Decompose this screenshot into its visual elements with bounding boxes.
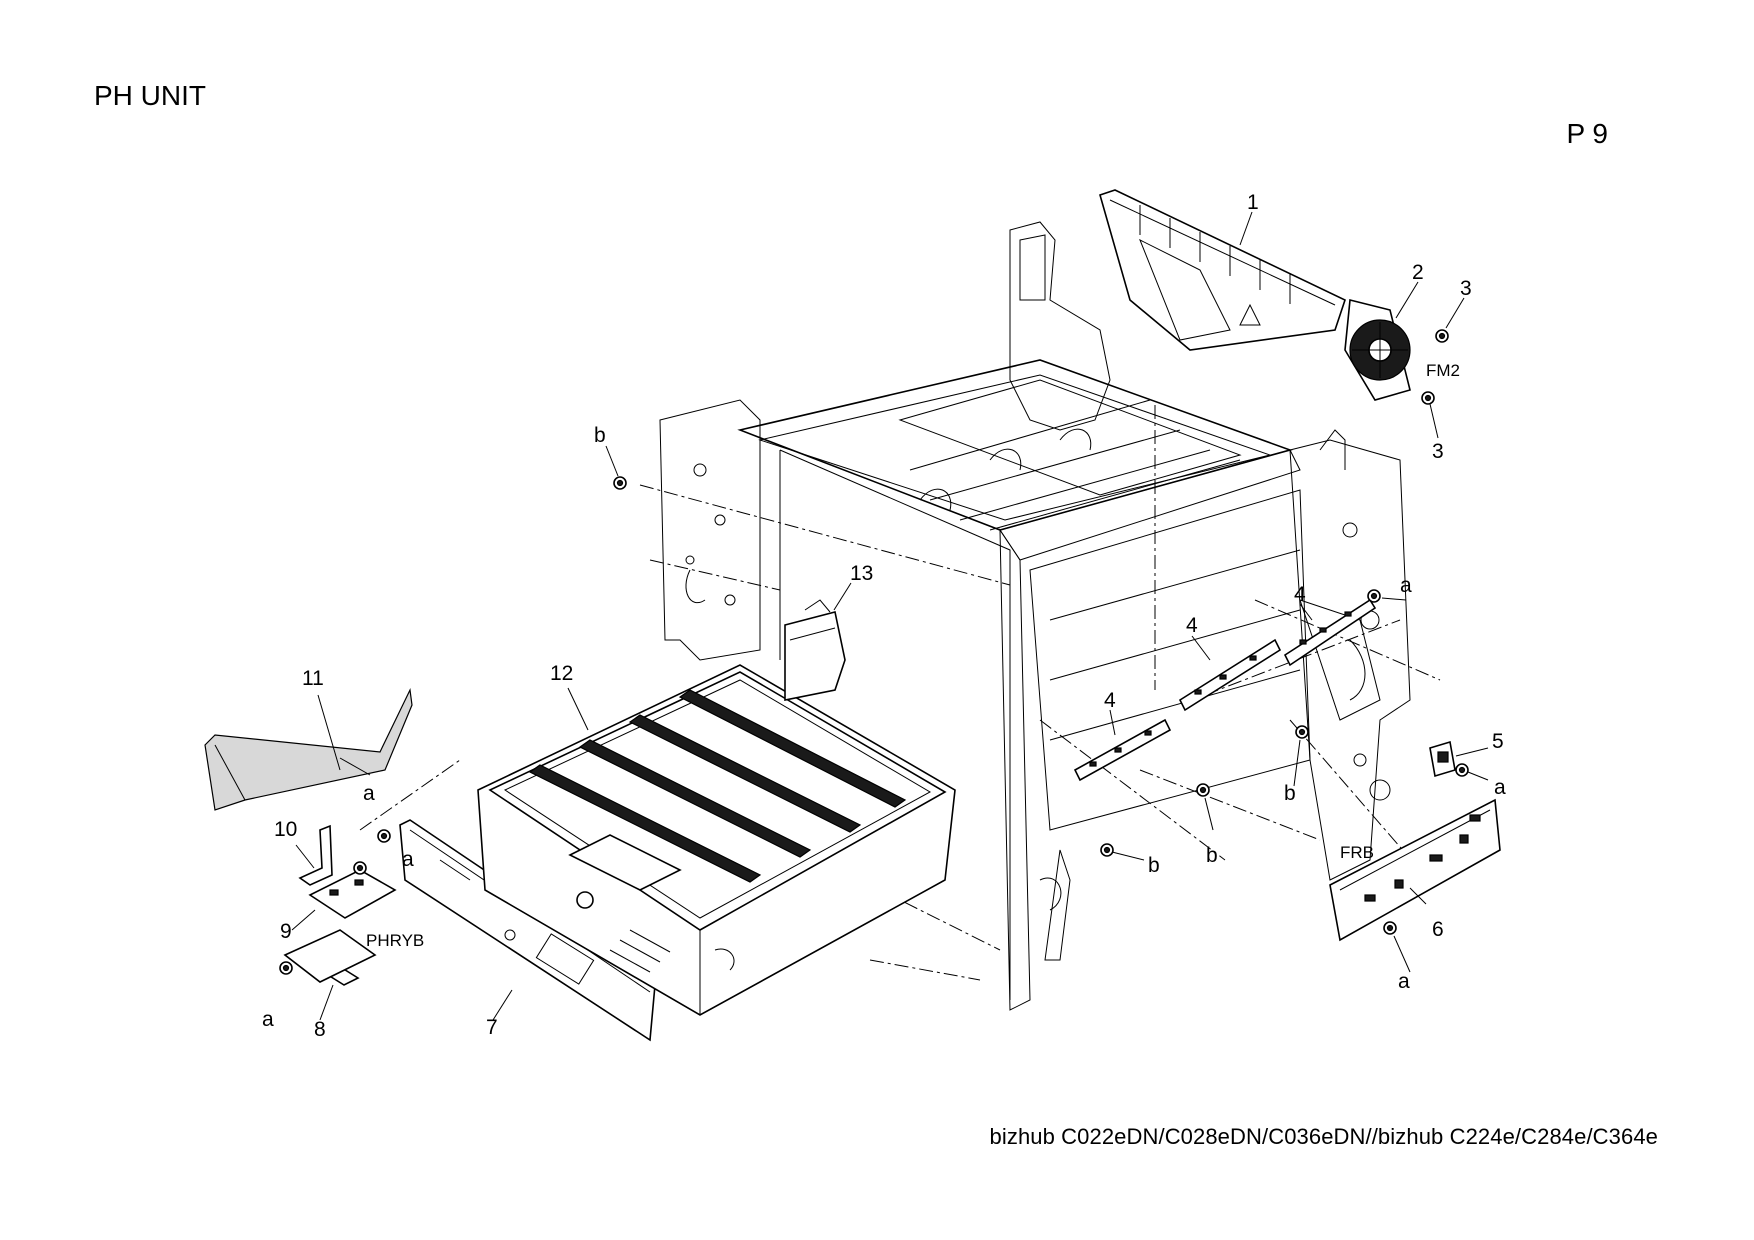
label-fm2: FM2 (1426, 361, 1460, 380)
page-title: PH UNIT (94, 80, 206, 111)
callout-a-3: a (1398, 970, 1410, 993)
callout-a-5: a (402, 848, 414, 871)
label-phryb: PHRYB (366, 931, 424, 950)
callout-12: 12 (550, 662, 573, 685)
bracket-4-left (1073, 718, 1172, 782)
flat-cable (204, 687, 413, 811)
callout-5: 5 (1492, 730, 1504, 753)
cooling-fan (1344, 298, 1411, 401)
callouts: 1 2 3 3 13 4 4 4 5 6 7 8 9 10 11 12 a a … (262, 191, 1506, 1041)
main-frame (659, 221, 1411, 1011)
callout-9: 9 (280, 920, 292, 943)
fan-duct (1099, 189, 1346, 351)
bracket-4-right (1283, 598, 1377, 667)
callout-a-4: a (363, 782, 375, 805)
small-cover-13 (784, 599, 846, 701)
screw-a (279, 589, 1469, 975)
callout-6: 6 (1432, 918, 1444, 941)
callout-3-upper: 3 (1460, 277, 1472, 300)
phryb-mount (283, 929, 377, 983)
callout-13: 13 (850, 562, 873, 585)
callout-4-right: 4 (1294, 583, 1306, 606)
callout-a-1: a (1400, 574, 1412, 597)
callout-10: 10 (274, 818, 297, 841)
phryb-board (308, 869, 397, 919)
screw-b (613, 476, 1309, 857)
callout-b-1: b (594, 424, 606, 447)
leader-lines (291, 211, 1489, 1021)
callout-4-center: 4 (1186, 614, 1198, 637)
ph-unit (477, 664, 956, 1016)
model-list: bizhub C022eDN/C028eDN/C036eDN//bizhub C… (989, 1124, 1658, 1149)
bracket-10 (298, 824, 333, 886)
callout-a-2: a (1494, 776, 1506, 799)
callout-b-3: b (1206, 844, 1218, 867)
callout-2: 2 (1412, 261, 1424, 284)
callout-8: 8 (314, 1018, 326, 1041)
callout-11: 11 (302, 667, 324, 690)
callout-3-lower: 3 (1432, 440, 1444, 463)
callout-7: 7 (486, 1016, 498, 1039)
callout-4-left: 4 (1104, 689, 1116, 712)
screw-3-lower (1421, 391, 1435, 405)
callout-b-2: b (1284, 782, 1296, 805)
screw-3-upper (1435, 329, 1449, 343)
label-frb: FRB (1340, 843, 1374, 862)
bracket-4-center (1178, 638, 1282, 712)
frb-board (1329, 798, 1501, 942)
callout-b-4: b (1148, 854, 1160, 877)
callout-1: 1 (1247, 191, 1259, 214)
page-number: P 9 (1566, 118, 1608, 149)
callout-a-6: a (262, 1008, 274, 1031)
bracket-5 (1429, 740, 1456, 778)
